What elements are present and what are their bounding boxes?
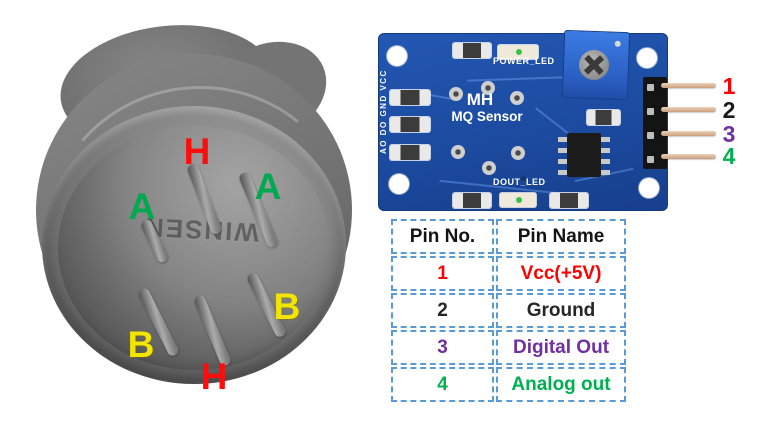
ic-leg [558,148,567,153]
dout-led-silkscreen-label: DOUT_LED [493,177,546,187]
pin-contact [647,132,654,139]
via-hole [521,176,526,181]
header-pin-2 [661,107,716,112]
power-led-smd [498,45,538,59]
header-pin-names-silkscreen: AO DO GND VCC [379,69,388,154]
smd-resistor [550,193,588,208]
pinout-table: Pin No. Pin Name 1 Vcc(+5V) 2 Ground 3 D… [389,217,628,404]
pin-no-header: Pin No. [391,219,494,254]
sensor-pin-label-a-left: A [128,186,156,227]
sensor-socket-pad [451,145,465,159]
sensor-face [42,106,346,384]
ic-leg [558,137,567,142]
sensor-pin-label-h-top: H [183,131,211,172]
pcb-trace [466,76,564,82]
power-led-silkscreen-label: POWER_LED [493,56,555,66]
smd-resistor [390,117,430,132]
mounting-hole-top-right [637,48,657,68]
ic-leg [601,137,610,142]
smd-resistor [390,145,430,160]
smd-resistor [453,193,491,208]
pin-number-4: 4 [722,143,736,169]
pin-no-cell: 4 [391,367,494,402]
sensor-socket-pad [511,146,525,160]
pcb-title-mh: MH [466,90,494,109]
pin-name-cell: Digital Out [496,330,626,365]
ic-leg [558,170,567,175]
sensor-socket-pad [510,91,524,105]
ic-leg [558,159,567,164]
mounting-hole-top-left [387,46,407,66]
pin-name-cell: Analog out [496,367,626,402]
sensor-socket-pad [449,87,463,101]
header-pin-1 [661,83,716,88]
mounting-hole-bottom-right [639,178,659,198]
sensor-pin-label-h-bottom: H [200,356,228,397]
potentiometer [561,29,631,101]
pin-number-3: 3 [722,121,736,147]
sensor-socket-pad [481,81,495,95]
pin-no-cell: 3 [391,330,494,365]
header-pin-3 [661,131,716,136]
smd-resistor [390,90,430,105]
comparator-ic [558,133,610,177]
table-header-row: Pin No. Pin Name [391,219,626,254]
pin-number-2: 2 [722,97,736,123]
pin-header-block [643,77,667,169]
pin-name-header: Pin Name [496,219,626,254]
pin-contact [647,156,654,163]
sensor-pin-label-b-right: B [273,286,301,327]
ic-leg [601,159,610,164]
table-row: 4 Analog out [391,367,626,402]
smd-resistor [587,110,620,125]
smd-resistor [453,43,491,58]
table-row: 3 Digital Out [391,330,626,365]
pin-no-cell: 2 [391,293,494,328]
pin-contact [647,108,654,115]
pin-name-cell: Vcc(+5V) [496,256,626,291]
mq-sensor-module-pcb: POWER_LED MH MQ Sensor DOUT_LED AO DO GN… [378,29,668,211]
header-pin-4 [661,154,716,159]
sensor-pin-label-a-right: A [254,166,282,207]
pin-contact [647,84,654,91]
pcb-title-mq-sensor: MQ Sensor [451,109,523,124]
pin-number-1: 1 [722,73,736,99]
sensor-socket-pad [482,161,496,175]
potentiometer-screw [578,49,610,81]
mounting-hole-bottom-left [389,174,409,194]
pin-name-cell: Ground [496,293,626,328]
ic-leg [601,170,610,175]
potentiometer-marker-dot [614,40,621,47]
sensor-pin-label-b-left: B [127,324,155,365]
ic-leg [601,148,610,153]
pin-no-cell: 1 [391,256,494,291]
dout-led-smd [500,193,536,207]
table-row: 1 Vcc(+5V) [391,256,626,291]
table-row: 2 Ground [391,293,626,328]
